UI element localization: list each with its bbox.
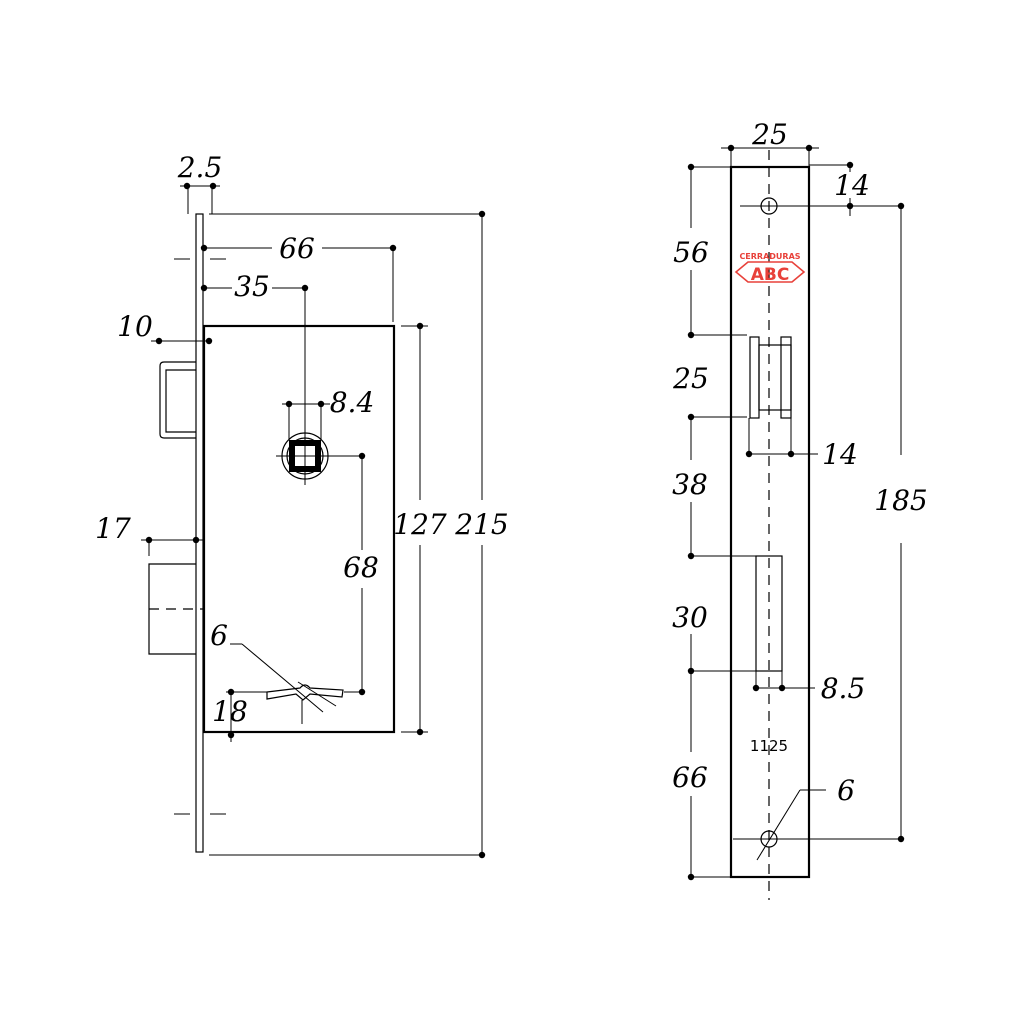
side-view: 2.5 215 66 35 10 8.4 — [95, 151, 509, 859]
dim-bolt-to-bottom: 66 — [672, 761, 708, 794]
dim-bolt-height: 30 — [672, 601, 708, 634]
follower — [276, 427, 334, 485]
dim-latch-to-bolt: 38 — [672, 468, 708, 501]
latch-opening — [749, 336, 792, 419]
dim-screw-hole: 6 — [837, 774, 855, 807]
faceplate — [195, 213, 204, 853]
front-view: CERRADURAS ABC 1125 25 14 — [672, 118, 928, 900]
dim-center-distance: 68 — [343, 551, 379, 584]
dim-latch-offset: 10 — [117, 310, 153, 343]
model-number: 1125 — [750, 737, 788, 755]
brand-top-text: CERRADURAS — [739, 252, 800, 261]
keyhole — [266, 681, 344, 724]
brand-main-text: ABC — [751, 265, 790, 285]
dim-backset-follower: 35 — [234, 270, 270, 303]
dim-plate-width: 25 — [751, 118, 788, 151]
dim-key-hole: 6 — [210, 619, 228, 652]
latch — [159, 361, 196, 439]
dim-bolt-offset: 17 — [95, 512, 131, 545]
front-faceplate — [729, 165, 811, 879]
dim-backset-case: 66 — [279, 232, 315, 265]
dim-screw-distance: 185 — [874, 484, 927, 517]
dim-top-to-latch: 56 — [673, 236, 709, 269]
dim-key-offset: 18 — [212, 695, 248, 728]
dim-screw-inset: 14 — [834, 169, 870, 202]
dim-faceplate-height: 215 — [454, 508, 508, 541]
dim-faceplate-thickness: 2.5 — [177, 151, 223, 184]
dim-latch-width: 14 — [822, 438, 858, 471]
brand-logo: CERRADURAS ABC — [734, 252, 806, 285]
dim-follower-square: 8.4 — [330, 386, 375, 419]
lock-case — [202, 324, 396, 734]
dim-case-height: 127 — [393, 508, 447, 541]
bolt-opening — [755, 555, 783, 672]
dim-latch-height: 25 — [672, 362, 709, 395]
dim-bolt-width: 8.5 — [821, 672, 866, 705]
